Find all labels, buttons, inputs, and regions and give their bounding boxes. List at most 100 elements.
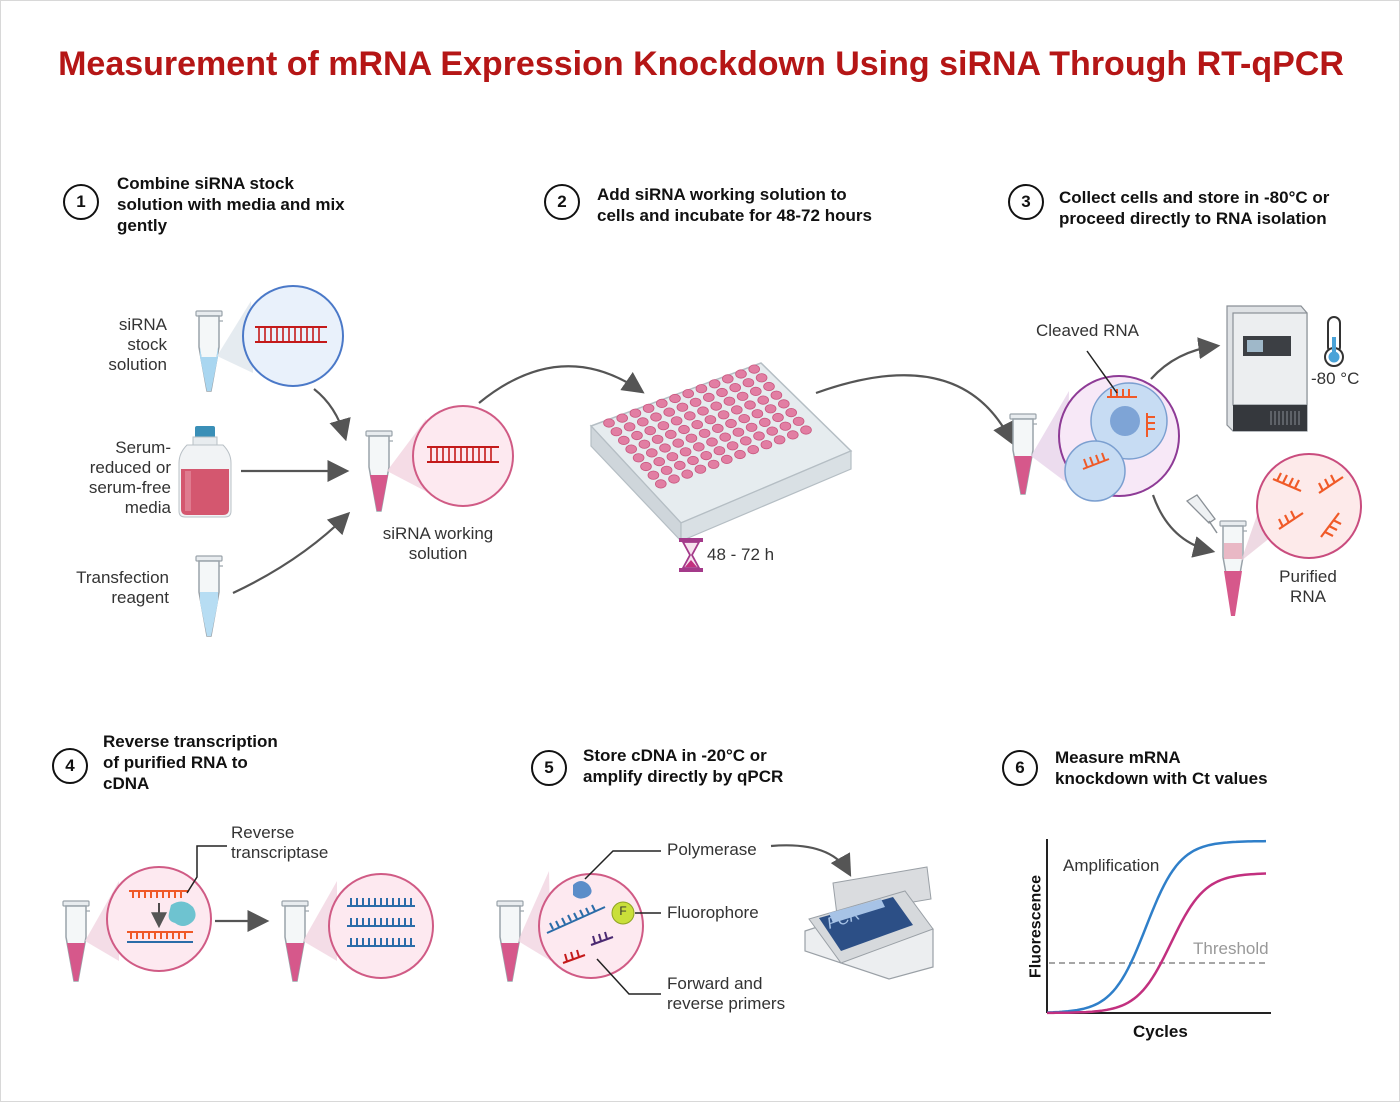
step-5-number: 5: [531, 750, 567, 786]
step-3-line-1: Collect cells and store in -80°C or: [1059, 188, 1330, 207]
step-3-text: Collect cells and store in -80°C or proc…: [1059, 187, 1329, 229]
primers-icon: [562, 931, 614, 964]
rna-fragments-icon: [1272, 472, 1344, 538]
working-label-2: solution: [408, 544, 468, 563]
well: [710, 401, 722, 411]
cleaved-rna-label: Cleaved RNA: [1036, 321, 1139, 340]
fluorophore-label: Fluorophore: [667, 903, 759, 922]
well: [679, 447, 692, 457]
working-zoom-bubble: [387, 405, 514, 507]
cell-zoom-bubble: [1031, 375, 1180, 502]
well: [772, 412, 784, 423]
sirna-stock-label: siRNA stock solution: [67, 315, 167, 375]
well: [640, 461, 652, 472]
hourglass-icon: [679, 538, 703, 572]
sirna-duplex-icon-2: [427, 446, 499, 463]
well: [757, 395, 769, 405]
well: [642, 403, 655, 413]
well: [738, 413, 750, 424]
well: [735, 369, 747, 379]
pcr-machine-icon: [804, 866, 934, 980]
well: [645, 448, 658, 458]
transfection-label-2: reagent: [111, 588, 169, 607]
well: [682, 388, 694, 399]
polymerase-icon: [573, 881, 592, 899]
sirna-stock-label-1: siRNA: [118, 315, 167, 334]
well: [726, 441, 739, 451]
well: [732, 427, 745, 437]
step-2-line-1: Add siRNA working solution to: [597, 185, 847, 204]
well: [659, 443, 671, 453]
well: [700, 450, 712, 461]
transfection-tube: [195, 555, 224, 637]
step-4-line-3: cDNA: [103, 774, 150, 793]
well: [654, 479, 667, 489]
well: [747, 444, 759, 455]
well: [800, 425, 812, 435]
well: [625, 444, 637, 454]
well: [730, 405, 743, 415]
well: [653, 456, 665, 467]
well: [617, 435, 630, 445]
well: [668, 474, 680, 484]
well: [669, 393, 681, 404]
sirna-stock-label-3: solution: [108, 355, 167, 374]
well: [766, 426, 778, 436]
polymerase-label: Polymerase: [667, 840, 757, 859]
nucleus-1: [1110, 406, 1140, 436]
well: [655, 398, 668, 408]
page-title: Measurement of mRNA Expression Knockdown…: [58, 45, 1344, 83]
incubation-time-label: 48 - 72 h: [707, 545, 775, 564]
well: [650, 412, 662, 422]
well: [751, 409, 764, 419]
well: [748, 364, 760, 374]
step-6-text: Measure mRNA knockdown with Ct values: [1055, 747, 1268, 789]
amplification-chart: [1046, 839, 1271, 1015]
reverse-transcriptase-label: Reverse transcriptase: [231, 823, 328, 863]
well: [792, 416, 805, 426]
well: [664, 429, 677, 439]
well: [651, 434, 664, 444]
media-label-1: Serum-: [115, 438, 171, 457]
plate-wells: [603, 364, 812, 489]
well: [681, 469, 693, 479]
well: [721, 374, 734, 384]
well: [670, 416, 683, 426]
rt-label-2: transcriptase: [231, 843, 329, 862]
well: [736, 391, 749, 401]
well: [707, 459, 720, 469]
primers-label: Forward and reverse primers: [667, 974, 785, 1014]
chart-annotation-threshold: Threshold: [1193, 939, 1269, 958]
rt-pointer: [186, 845, 227, 894]
arrow-reagent-to-working: [232, 511, 351, 594]
rt-zoom-bubble: [85, 866, 212, 972]
series-line-amplification: [1046, 839, 1267, 1014]
well: [704, 415, 717, 425]
well: [636, 417, 649, 427]
qpcr-tube: [496, 900, 525, 982]
well: [631, 430, 643, 441]
well: [708, 379, 721, 389]
cleaved-rna-pointer: [1086, 350, 1118, 394]
cdna-strand-icon: [127, 931, 193, 943]
working-solution-label: siRNA working solution: [368, 524, 508, 564]
purified-zoom-bubble: [1241, 453, 1362, 561]
arrow-cells-to-purified: [1151, 494, 1216, 558]
media-bottle: [178, 426, 232, 518]
thermometer-icon: [1324, 316, 1344, 367]
well: [632, 453, 645, 463]
well: [629, 408, 642, 418]
well: [739, 436, 752, 446]
cleaved-rna-fragments: [1082, 389, 1155, 470]
step-3-number: 3: [1008, 184, 1044, 220]
well: [603, 418, 615, 428]
x-axis-label: Cycles: [1133, 1022, 1188, 1041]
step-6-number: 6: [1002, 750, 1038, 786]
well: [685, 433, 698, 443]
y-axis-label: Fluorescence: [1027, 874, 1045, 979]
well: [698, 428, 711, 438]
step-6-line-2: knockdown with Ct values: [1055, 769, 1268, 788]
cdna-strands-icon: [347, 898, 415, 947]
